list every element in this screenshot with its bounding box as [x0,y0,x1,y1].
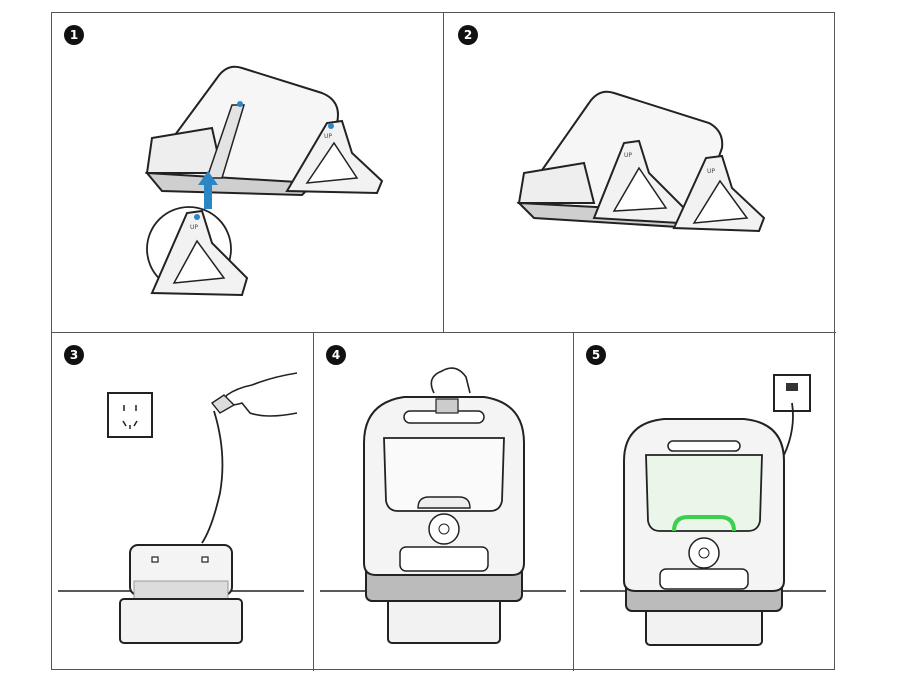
step-number-3: 3 [64,345,84,365]
hand-icon [210,372,298,417]
svg-text:UP: UP [707,168,715,175]
wall-socket-icon [107,392,153,438]
robot-charging-illustration [580,374,826,646]
robot-dock-placement-illustration [320,367,566,644]
power-plug-icon [210,394,236,414]
step-1-panel: 1 UP UP [52,13,444,333]
dock-assembled-illustration: UP UP [516,90,766,233]
step-number-5: 5 [586,345,606,365]
up-label: UP [324,133,332,140]
step-2-panel: 2 UP UP [444,13,836,333]
instruction-diagram: 1 UP UP [51,12,836,671]
charging-indicator-light [672,515,736,532]
svg-text:UP: UP [190,224,198,231]
fan-logo-icon [688,537,720,569]
step-5-panel: 5 [574,333,836,671]
svg-text:UP: UP [624,152,632,159]
dock-leg-install-illustration: UP UP [144,65,384,297]
slot-indicator-dot [237,101,243,107]
power-cable [201,410,224,544]
step-number-2: 2 [458,25,478,45]
step-number-1: 1 [64,25,84,45]
dock-plug-illustration [58,372,304,644]
step-4-panel: 4 [314,333,574,671]
step-3-panel: 3 [52,333,314,671]
step-number-4: 4 [326,345,346,365]
fan-logo-icon [428,513,460,545]
hand-icon [430,367,471,394]
up-arrow-icon [198,171,218,209]
